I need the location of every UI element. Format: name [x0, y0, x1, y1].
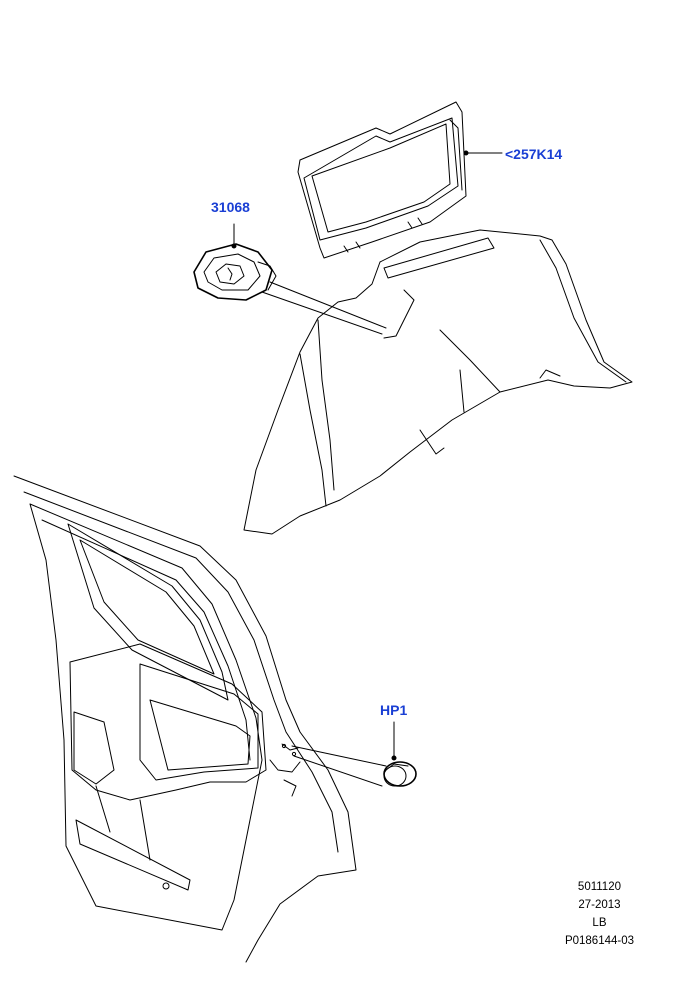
- plug-leader-dot: [391, 755, 397, 761]
- trim-panel-drawing: [297, 101, 467, 259]
- callout-257k14[interactable]: <257K14: [505, 146, 563, 162]
- plug-location-line-1: [291, 745, 387, 767]
- quarter-trim-drawing: [243, 229, 633, 535]
- reference-date: 27-2013: [578, 899, 621, 911]
- clip-location-line-2: [261, 291, 383, 335]
- clip-location-line-1: [269, 281, 387, 329]
- reference-code: 5011120: [577, 881, 621, 893]
- illustration-reference-block: 5011120 27-2013 LB P0186144-03: [565, 878, 634, 950]
- clip-drawing: [193, 243, 277, 301]
- callout-hp1[interactable]: HP1: [380, 702, 408, 718]
- callout-31068[interactable]: 31068: [211, 199, 250, 215]
- reference-market: LB: [592, 917, 607, 929]
- plug-location-line-2: [293, 755, 383, 787]
- illustration-id: P0186144-03: [564, 935, 634, 947]
- clip-leader-dot: [231, 243, 237, 249]
- door-drawing: [13, 475, 357, 963]
- plug-drawing: [383, 761, 417, 787]
- trim-panel-leader-dot: [463, 150, 469, 156]
